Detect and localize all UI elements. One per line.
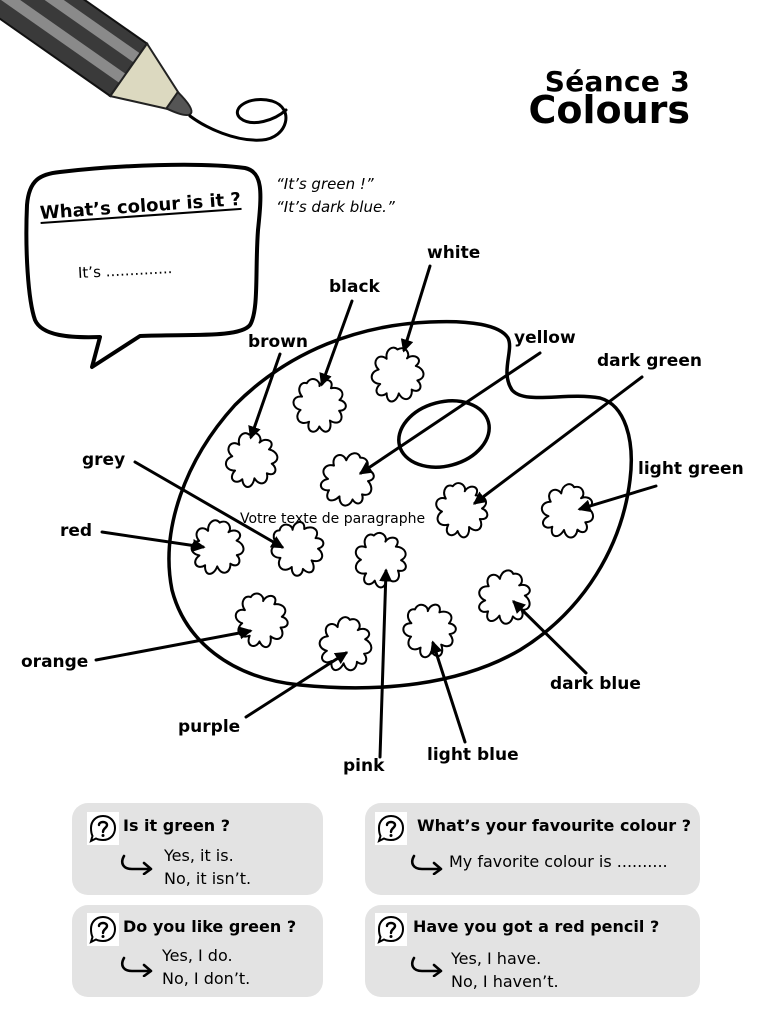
question-bubble-icon xyxy=(375,913,407,946)
question-mark xyxy=(385,820,397,834)
question-bubble-icon xyxy=(87,913,119,946)
page-title: Colours xyxy=(528,88,690,132)
arrow-light-blue xyxy=(430,640,467,744)
curved-arrow-icon xyxy=(120,854,153,875)
question-bubble-icon xyxy=(89,915,117,944)
arrow-head xyxy=(142,861,153,875)
arrow-orange xyxy=(94,626,253,662)
example-answer: “It’s dark blue.” xyxy=(276,198,395,216)
dialogue-question: Have you got a red pencil ? xyxy=(413,917,660,936)
label-yellow: yellow xyxy=(514,328,576,348)
paragraph-placeholder: Votre texte de paragraphe xyxy=(240,511,426,527)
arrow-head xyxy=(432,861,443,875)
curved-arrow-icon xyxy=(410,956,443,977)
question-bubble-icon xyxy=(377,915,405,944)
question-dot xyxy=(389,834,393,837)
dialogue-answers: Yes, I do. No, I don’t. xyxy=(162,944,250,990)
arrow-white xyxy=(400,264,432,353)
question-bubble-icon xyxy=(377,814,405,843)
session-title: Séance 3 xyxy=(544,65,690,98)
pencil-stripe xyxy=(0,0,126,83)
dialogue-box-3: Do you like green ? Yes, I do. No, I don… xyxy=(72,905,323,997)
arrow-brown xyxy=(248,352,282,440)
arrow-purple xyxy=(244,651,349,719)
curved-arrow-icon xyxy=(410,955,444,977)
pencil-stripe xyxy=(0,0,141,63)
label-light-green: light green xyxy=(638,459,744,479)
bubble-outline xyxy=(377,814,405,843)
dialogue-question: What’s your favourite colour ? xyxy=(417,816,692,835)
example-answer: “It’s green !” xyxy=(276,175,374,193)
label-grey: grey xyxy=(82,450,126,470)
dialogue-question: Do you like green ? xyxy=(123,917,297,936)
arrow-shaft xyxy=(410,956,442,973)
arrow-yellow xyxy=(358,351,542,475)
answer-line: No, I don’t. xyxy=(162,969,251,988)
bubble-outline xyxy=(89,814,117,843)
label-dark-blue: dark blue xyxy=(550,674,641,694)
pencil-lead xyxy=(164,90,193,117)
curved-arrow-icon xyxy=(120,853,154,875)
arrow-head xyxy=(432,963,443,977)
label-pink: pink xyxy=(343,756,385,776)
arrow-red xyxy=(100,530,206,552)
bubble-outline xyxy=(89,915,117,944)
question-dot xyxy=(101,834,105,837)
arrow-light-green xyxy=(577,484,658,513)
dialogue-box-2: What’s your favourite colour ? My favori… xyxy=(365,803,700,895)
pencil-icon xyxy=(0,0,193,117)
answer-line: Yes, I have. xyxy=(451,949,542,968)
answer-line: Yes, it is. xyxy=(164,846,234,865)
dialogue-question: Is it green ? xyxy=(123,816,231,835)
curved-arrow-icon xyxy=(410,853,444,875)
label-brown: brown xyxy=(248,332,309,352)
question-mark xyxy=(385,921,397,935)
pencil-squiggle xyxy=(188,98,288,142)
question-bubble-icon xyxy=(375,812,407,845)
dialogue-box-1: Is it green ? Yes, it is. No, it isn’t. xyxy=(72,803,323,895)
dialogue-answers: My favorite colour is .......... xyxy=(449,850,668,873)
question-bubble-icon xyxy=(89,814,117,843)
label-black: black xyxy=(329,277,380,297)
label-dark-green: dark green xyxy=(597,351,702,371)
arrow-grey xyxy=(133,460,285,549)
dialogue-box-4: Have you got a red pencil ? Yes, I have.… xyxy=(365,905,700,997)
arrow-dark-blue xyxy=(512,600,588,675)
arrow-pink xyxy=(378,568,393,759)
label-light-blue: light blue xyxy=(427,745,519,765)
answer-line: Yes, I do. xyxy=(162,946,233,965)
answer-line: No, it isn’t. xyxy=(164,869,252,888)
question-dot xyxy=(101,935,105,938)
dialogue-answers: Yes, I have. No, I haven’t. xyxy=(451,947,559,993)
arrow-black xyxy=(319,299,354,387)
bubble-outline xyxy=(377,915,405,944)
curved-arrow-icon xyxy=(120,956,153,977)
question-mark xyxy=(97,921,109,935)
arrow-shaft xyxy=(410,854,442,871)
label-red: red xyxy=(60,521,93,541)
label-orange: orange xyxy=(21,652,89,672)
arrow-shaft xyxy=(120,854,152,871)
question-bubble-icon xyxy=(87,812,119,845)
speech-bubble xyxy=(24,162,263,369)
label-purple: purple xyxy=(178,717,241,737)
arrow-dark-green xyxy=(472,375,644,505)
answer-line: No, I haven’t. xyxy=(451,972,559,991)
question-mark xyxy=(97,820,109,834)
dialogue-answers: Yes, it is. No, it isn’t. xyxy=(164,844,251,890)
label-white: white xyxy=(427,243,481,263)
arrow-shaft xyxy=(120,956,152,973)
arrow-head xyxy=(142,963,153,977)
curved-arrow-icon xyxy=(120,955,154,977)
curved-arrow-icon xyxy=(410,854,443,875)
question-dot xyxy=(389,935,393,938)
answer-line: My favorite colour is .......... xyxy=(449,852,668,871)
